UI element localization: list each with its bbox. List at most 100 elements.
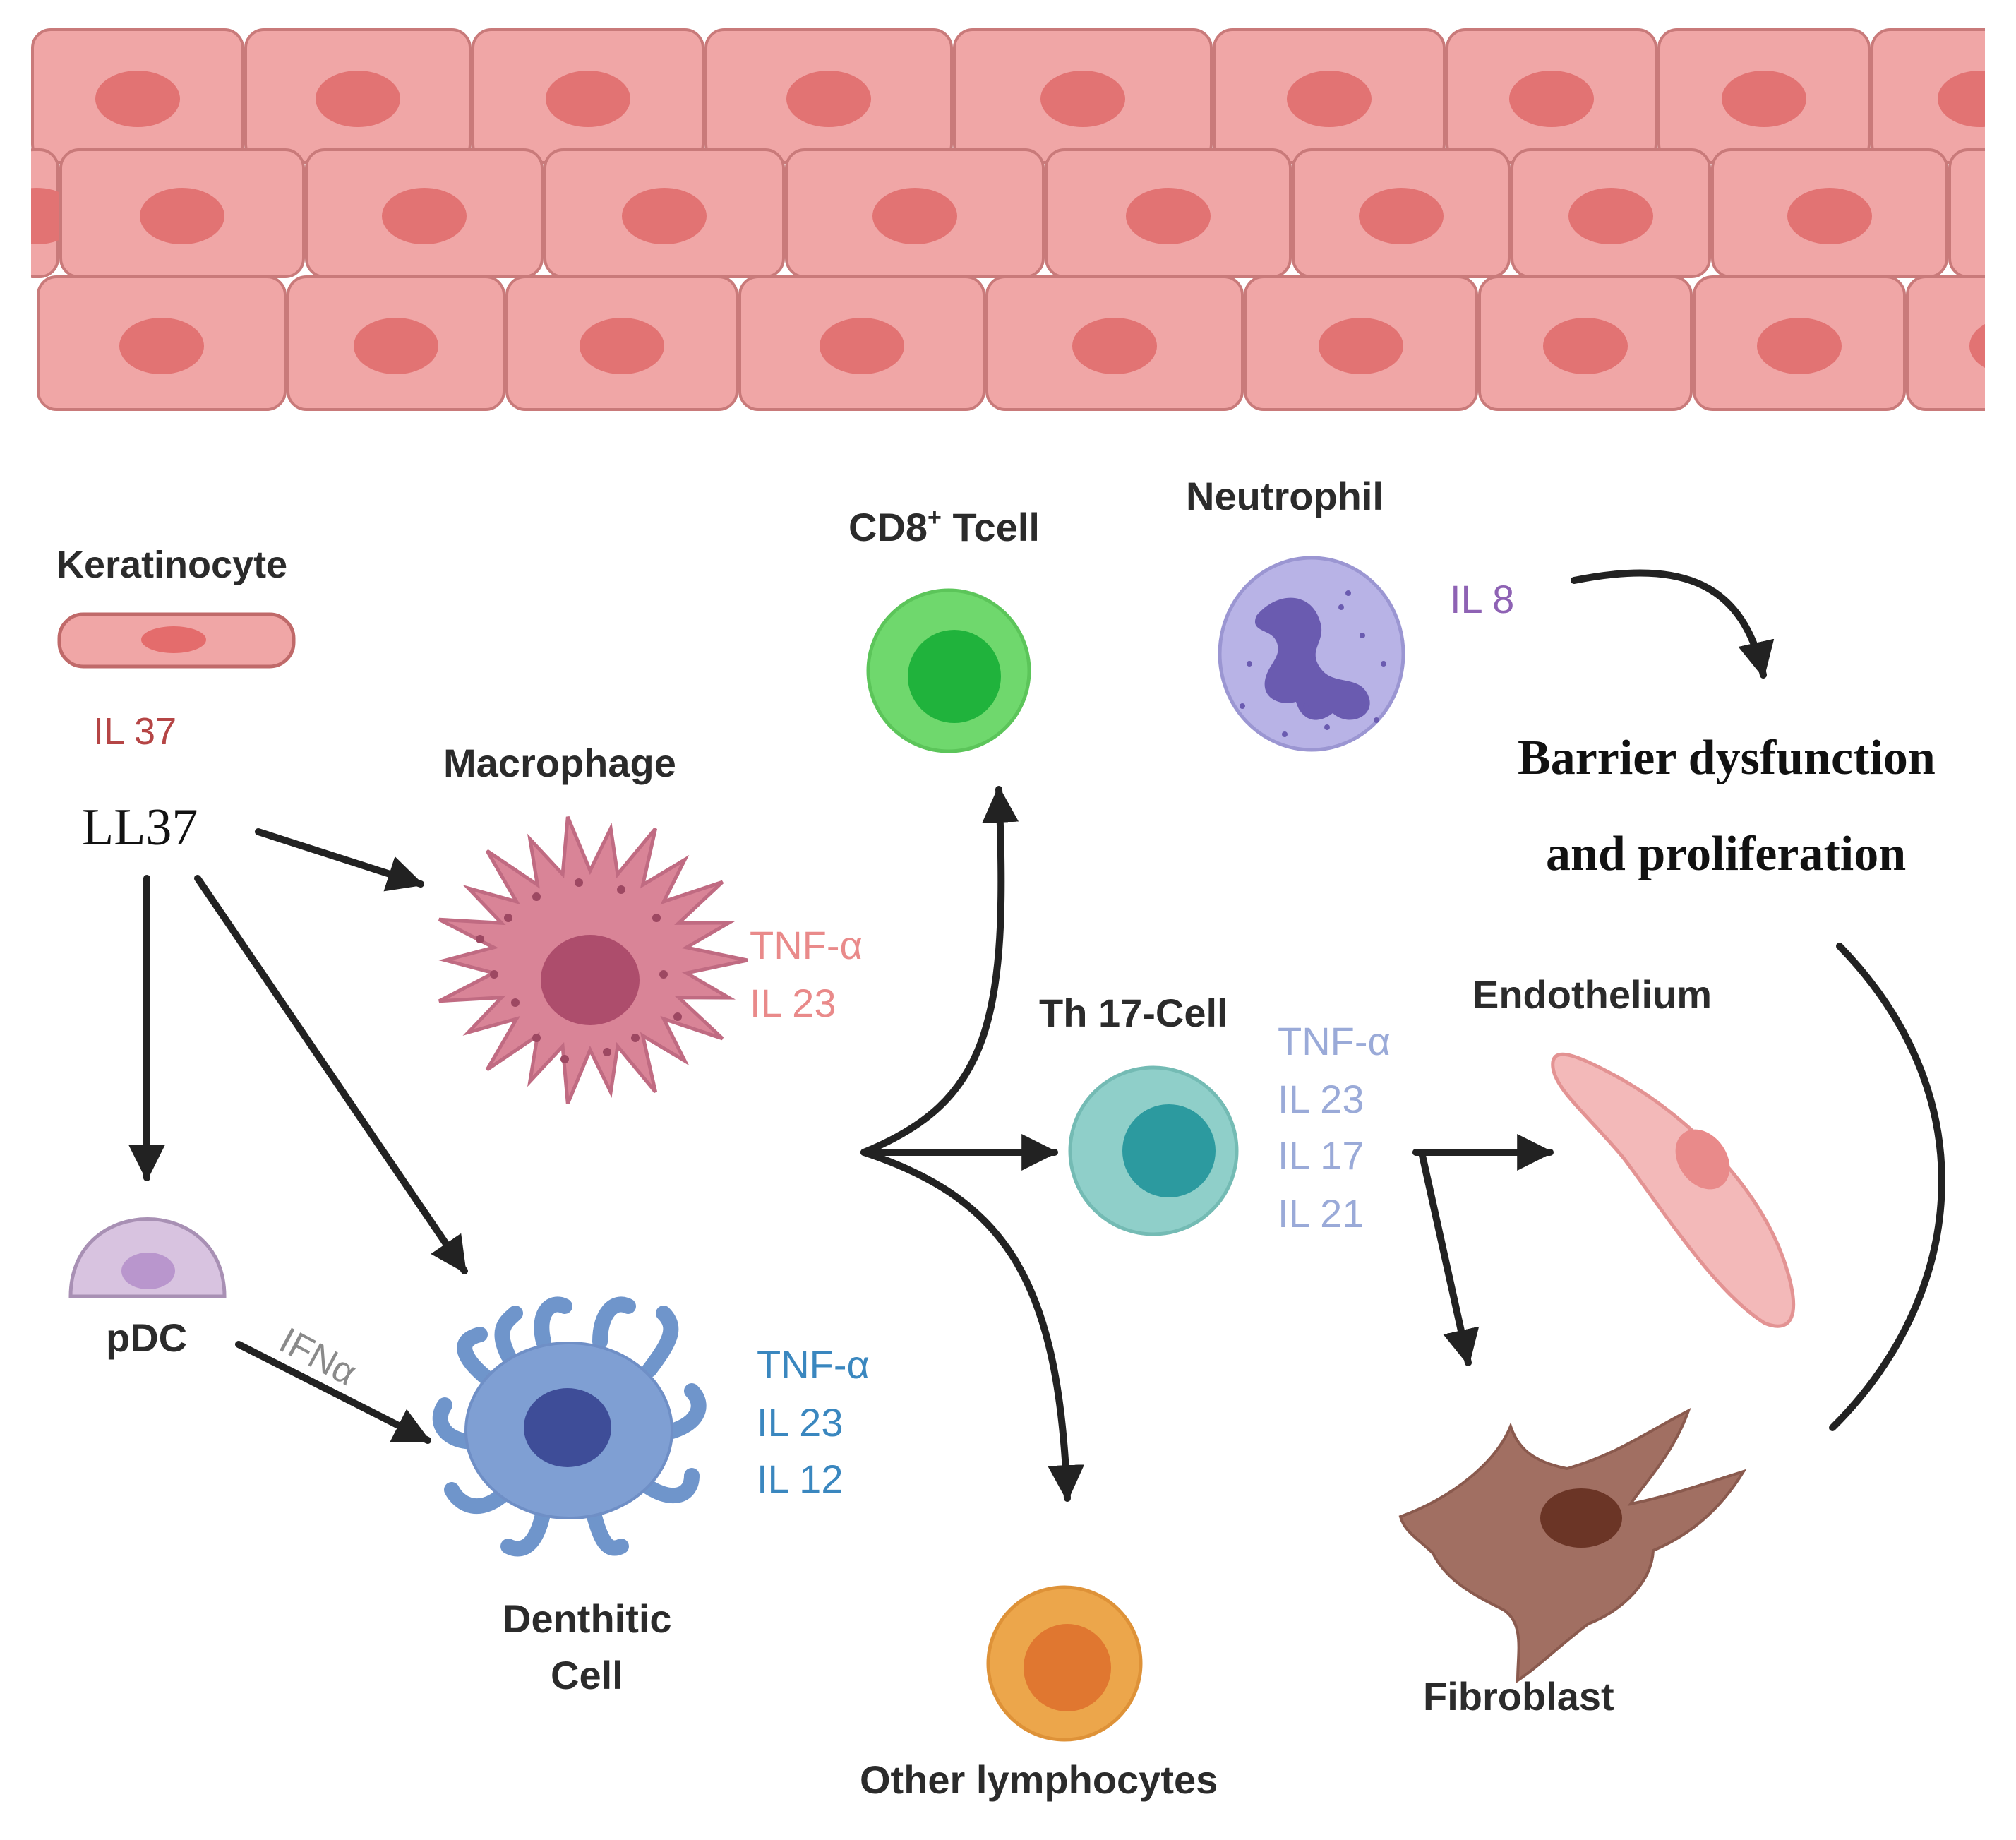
dendritic-cytokine-3: IL 12: [757, 1457, 843, 1501]
macrophage-granule: [532, 892, 541, 901]
cd8-tcell-icon: [866, 588, 1031, 753]
arrows: [128, 569, 1945, 1503]
macrophage-icon: [438, 816, 748, 1105]
arrow-ll37-to-dendritic: [194, 875, 468, 1274]
dendrite-arm: [635, 1468, 700, 1503]
dendritic-cell-icon: [432, 1296, 707, 1557]
neutrophil-granule: [1338, 604, 1344, 610]
epithelial-nucleus: [1991, 188, 2016, 244]
neutrophil-granule: [1381, 661, 1386, 667]
dendritic-label-line2: Cell: [551, 1653, 623, 1697]
epithelial-nucleus: [622, 188, 707, 244]
fibroblast-label: Fibroblast: [1423, 1674, 1614, 1719]
epithelium-layer: [31, 28, 2016, 411]
neutrophil-granule: [1247, 661, 1252, 667]
arrow-to-other-lymphocytes: [860, 1149, 1085, 1503]
other-lymphocyte-icon: [986, 1585, 1143, 1742]
arrow-il8-to-barrier: [1571, 569, 1775, 679]
cd8-label: CD8+ Tcell: [848, 504, 1040, 549]
epithelial-nucleus: [354, 318, 438, 374]
th17-cytokine-4: IL 21: [1278, 1191, 1364, 1236]
epithelial-nucleus: [1722, 71, 1806, 127]
endothelium-icon: [1551, 1052, 1796, 1328]
epithelial-nucleus: [1543, 318, 1628, 374]
epithelial-nucleus: [1126, 188, 1211, 244]
th17-cytokine-3: IL 17: [1278, 1133, 1364, 1178]
arrow-to-cd8: [860, 785, 1019, 1156]
epithelial-nucleus: [786, 71, 871, 127]
macrophage-granule: [490, 970, 498, 979]
macrophage-granule: [673, 1012, 682, 1021]
outcome-line1: Barrier dysfunction: [1518, 731, 1936, 785]
epithelial-nucleus: [119, 318, 204, 374]
epithelial-nucleus: [316, 71, 400, 127]
epithelial-nucleus: [872, 188, 957, 244]
macrophage-granule: [652, 914, 661, 922]
feedback-arc: [1829, 943, 1945, 1431]
keratinocyte-cytokine: IL 37: [93, 710, 176, 753]
keratinocyte-label: Keratinocyte: [56, 544, 287, 586]
dendrite-arm: [444, 1482, 516, 1514]
neutrophil-cytokine: IL 8: [1450, 577, 1514, 621]
epithelial-nucleus: [580, 318, 664, 374]
epithelial-nucleus: [1040, 71, 1125, 127]
epithelial-nucleus: [820, 318, 904, 374]
epithelial-cell: [1948, 148, 1985, 278]
neutrophil-granule: [1374, 717, 1379, 723]
epithelial-nucleus: [1938, 71, 1985, 127]
macrophage-granule: [617, 885, 625, 894]
dendrite-arm: [585, 1503, 629, 1556]
dendrite-arm: [457, 1327, 502, 1392]
neutrophil-label: Neutrophil: [1186, 474, 1384, 518]
dendrite-arm: [656, 1383, 707, 1441]
fibroblast-icon: [1398, 1407, 1747, 1683]
dendritic-label-line1: Denthitic: [503, 1596, 672, 1641]
neutrophil-granule: [1324, 724, 1330, 730]
epithelial-nucleus: [140, 188, 224, 244]
epithelial-nucleus: [382, 188, 467, 244]
epithelial-nucleus: [1969, 324, 1985, 368]
arrow-pdc-to-dendritic: [235, 1341, 431, 1444]
th17-cytokine-1: TNF-α: [1278, 1019, 1391, 1063]
neutrophil-granule: [1360, 633, 1365, 638]
neutrophil-granule: [1240, 703, 1245, 709]
macrophage-granule: [603, 1048, 611, 1056]
epithelial-nucleus: [1568, 188, 1653, 244]
endothelium-label: Endothelium: [1472, 972, 1712, 1017]
epithelial-nucleus: [1359, 188, 1444, 244]
pdc-label: pDC: [106, 1315, 187, 1360]
macrophage-granule: [560, 1055, 569, 1063]
pdc-icon: [68, 1217, 227, 1298]
th17-cytokine-2: IL 23: [1278, 1077, 1364, 1121]
macrophage-granule: [575, 878, 583, 887]
macrophage-label: Macrophage: [443, 741, 676, 785]
arrow-ll37-to-macrophage: [255, 828, 424, 892]
dendrite-arm: [534, 1296, 572, 1349]
neutrophil-granule: [1261, 619, 1266, 624]
dendritic-cytokine-2: IL 23: [757, 1400, 843, 1445]
macrophage-cytokine-1: TNF-α: [750, 923, 863, 967]
neutrophil-granule: [1282, 731, 1288, 737]
macrophage-granule: [532, 1034, 541, 1042]
epithelial-cell: [1906, 275, 1985, 411]
macrophage-granule: [504, 914, 512, 922]
ll37-label: LL37: [82, 799, 198, 856]
macrophage-granule: [476, 935, 484, 943]
macrophage-cytokine-2: IL 23: [750, 981, 836, 1025]
neutrophil-granule: [1303, 703, 1309, 709]
epithelial-nucleus: [546, 71, 630, 127]
other-lymphocytes-label: Other lymphocytes: [860, 1757, 1218, 1802]
dendrite-arm: [500, 1503, 551, 1557]
epithelial-nucleus: [1072, 318, 1157, 374]
epithelial-nucleus: [1319, 318, 1403, 374]
epithelial-nucleus: [1787, 188, 1872, 244]
dendrite-arm: [642, 1306, 679, 1378]
neutrophil-icon: [1218, 556, 1405, 752]
macrophage-granule: [631, 1034, 640, 1042]
epithelial-nucleus: [1509, 71, 1594, 127]
dendritic-cytokine-1: TNF-α: [757, 1342, 870, 1387]
dendrite-arm: [592, 1296, 636, 1349]
macrophage-granule: [659, 970, 668, 979]
th17-label: Th 17-Cell: [1039, 991, 1228, 1035]
